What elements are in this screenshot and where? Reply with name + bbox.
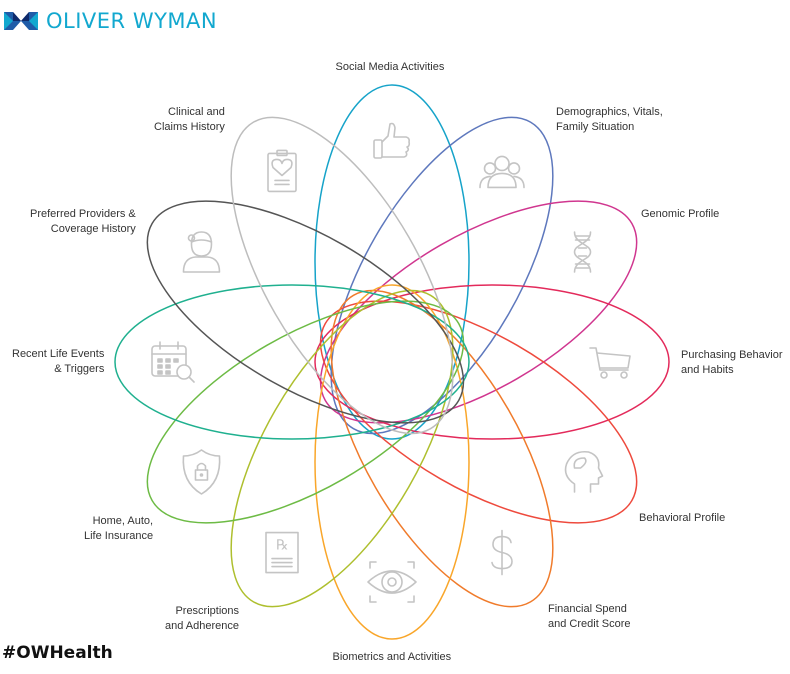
label-line: Coverage History bbox=[50, 223, 136, 235]
label-line: Family Situation bbox=[556, 121, 635, 133]
label-line: and Credit Score bbox=[548, 618, 631, 630]
label-line: and Adherence bbox=[165, 620, 240, 632]
petal-clinical bbox=[230, 116, 454, 435]
label-providers: Preferred Providers & Coverage History bbox=[30, 207, 136, 237]
petal-genomic bbox=[319, 200, 638, 424]
svg-text:℞: ℞ bbox=[276, 538, 289, 554]
shield-lock-icon bbox=[182, 449, 221, 495]
label-line: Demographics, Vitals, bbox=[556, 106, 663, 118]
label-insurance: Home, Auto, Life Insurance bbox=[84, 514, 153, 544]
petal-purchasing bbox=[314, 284, 670, 440]
label-line: Life Insurance bbox=[84, 530, 154, 542]
petal-behavioral bbox=[319, 300, 638, 524]
brand-name: OLIVER WYMAN bbox=[46, 9, 218, 33]
label-demographics: Demographics, Vitals, Family Situation bbox=[556, 105, 663, 135]
label-line: Preferred Providers & bbox=[30, 208, 136, 220]
doctor-icon bbox=[182, 231, 221, 273]
shopping-cart-icon bbox=[589, 347, 631, 379]
label-behavioral: Behavioral Profile bbox=[639, 511, 725, 526]
label-line: Home, Auto, bbox=[92, 515, 154, 527]
label-life-events: Recent Life Events & Triggers bbox=[12, 347, 104, 377]
label-line: Purchasing Behavior bbox=[681, 349, 783, 361]
petal-financial bbox=[330, 289, 554, 608]
label-biometrics: Biometrics and Activities bbox=[333, 650, 452, 665]
petal-life-events bbox=[114, 284, 470, 440]
petal-biometrics bbox=[314, 284, 470, 640]
label-financial: Financial Spend and Credit Score bbox=[548, 602, 631, 632]
label-line: Prescriptions bbox=[175, 605, 240, 617]
petal-insurance bbox=[146, 300, 465, 524]
label-line: Clinical and bbox=[168, 106, 225, 118]
label-prescriptions: Prescriptions and Adherence bbox=[165, 604, 239, 634]
clipboard-heart-icon bbox=[267, 149, 297, 193]
eye-scan-icon bbox=[367, 561, 417, 603]
oliver-wyman-mark-icon bbox=[4, 12, 38, 30]
dollar-icon bbox=[491, 529, 513, 576]
petal-providers bbox=[146, 200, 465, 424]
petal-social bbox=[314, 84, 470, 440]
label-genomic: Genomic Profile bbox=[641, 207, 719, 222]
head-icon bbox=[564, 450, 604, 493]
petal-prescriptions bbox=[230, 289, 454, 608]
label-line: Financial Spend bbox=[548, 603, 627, 615]
calendar-search-icon bbox=[151, 341, 195, 383]
label-line: Claims History bbox=[154, 121, 225, 133]
label-purchasing: Purchasing Behavior and Habits bbox=[681, 348, 783, 378]
petal-demographics bbox=[330, 116, 554, 435]
label-social: Social Media Activities bbox=[336, 60, 445, 75]
label-line: Genomic Profile bbox=[641, 208, 720, 220]
dna-icon bbox=[573, 231, 592, 273]
label-line: Recent Life Events bbox=[12, 348, 105, 360]
prescription-icon: ℞ bbox=[265, 531, 299, 574]
label-line: Biometrics and Activities bbox=[332, 651, 452, 663]
label-line: and Habits bbox=[681, 364, 734, 376]
group-icon bbox=[479, 155, 525, 189]
thumbs-up-icon bbox=[373, 122, 411, 159]
brand-logo: OLIVER WYMAN bbox=[4, 8, 217, 34]
label-line: & Triggers bbox=[54, 363, 105, 375]
label-line: Social Media Activities bbox=[335, 61, 445, 73]
hashtag: #OWHealth bbox=[2, 643, 113, 663]
label-line: Behavioral Profile bbox=[639, 512, 726, 524]
